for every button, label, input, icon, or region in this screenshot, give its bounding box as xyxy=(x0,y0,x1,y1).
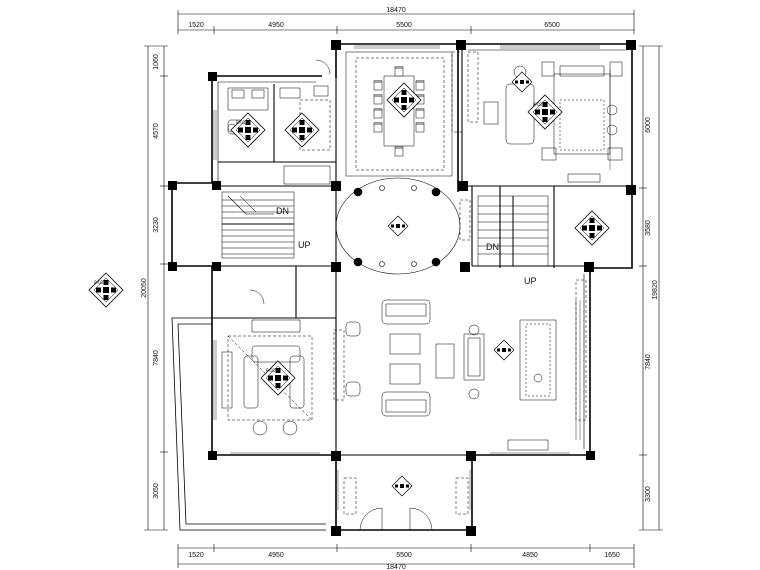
fixture-marker xyxy=(493,339,515,361)
left-dim-3: 3230 xyxy=(153,217,160,233)
fixture-tag-label: B-01 xyxy=(533,102,543,107)
master-bedroom xyxy=(483,61,623,183)
left-staircase xyxy=(221,191,295,259)
right-overall-dim: 19820 xyxy=(652,280,659,300)
bottom-dim-4: 4850 xyxy=(522,552,538,559)
left-stair-up-label: UP xyxy=(298,240,311,250)
top-overall-dim: 18470 xyxy=(386,7,406,14)
left-lounge xyxy=(221,319,313,436)
interior-walls xyxy=(212,44,632,456)
right-dim-1: 6000 xyxy=(645,117,652,133)
left-overall-dim: 20050 xyxy=(141,278,148,298)
upper-left-rooms xyxy=(227,85,331,185)
top-dim-1: 1520 xyxy=(188,22,204,29)
bottom-dim-2: 4950 xyxy=(268,552,284,559)
terrace-outline xyxy=(171,317,326,531)
top-dim-3: 5500 xyxy=(396,22,412,29)
right-stair-dn-label: DN xyxy=(486,242,499,252)
left-stair-dn-label: DN xyxy=(276,206,289,216)
bottom-dim-3: 5500 xyxy=(396,552,412,559)
right-dim-3: 7840 xyxy=(645,354,652,370)
bottom-dimensions xyxy=(177,544,635,568)
right-dimensions xyxy=(639,45,663,531)
fixture-marker xyxy=(527,94,563,130)
entry-porch xyxy=(249,59,433,531)
top-dimensions xyxy=(177,10,635,34)
dining-room xyxy=(345,51,453,177)
top-dim-4: 6500 xyxy=(544,22,560,29)
bottom-dim-5: 1650 xyxy=(604,552,620,559)
structural-columns xyxy=(168,40,636,536)
top-dim-2: 4950 xyxy=(268,22,284,29)
fixture-marker xyxy=(230,112,266,148)
left-dim-2: 4570 xyxy=(153,123,160,139)
fixture-marker xyxy=(387,215,409,237)
exterior-walls xyxy=(171,43,633,531)
left-dimensions xyxy=(144,45,168,531)
fixture-marker xyxy=(88,272,124,308)
left-dim-1: 1060 xyxy=(153,54,160,70)
storage-strips xyxy=(299,51,587,515)
living-room xyxy=(345,299,557,451)
foyer-ellipse xyxy=(335,177,461,275)
fixture-marker xyxy=(284,112,320,148)
bottom-overall-dim: 18470 xyxy=(386,564,406,570)
left-dim-4: 7840 xyxy=(153,350,160,366)
fixture-tag-label: B-01 xyxy=(94,280,104,285)
fixture-marker xyxy=(391,475,413,497)
right-dim-2: 3580 xyxy=(645,220,652,236)
right-stair-up-label: UP xyxy=(524,276,537,286)
fixture-tag-label: B-01 xyxy=(236,120,246,125)
fixture-tags: B-01 B-01 B-01 B-01 xyxy=(94,102,543,373)
fixture-marker xyxy=(574,210,610,246)
right-dim-4: 3300 xyxy=(645,486,652,502)
left-dim-5: 3050 xyxy=(153,483,160,499)
bottom-dim-1: 1520 xyxy=(188,552,204,559)
fixture-tag-label: B-01 xyxy=(266,368,276,373)
right-staircase xyxy=(477,195,549,267)
